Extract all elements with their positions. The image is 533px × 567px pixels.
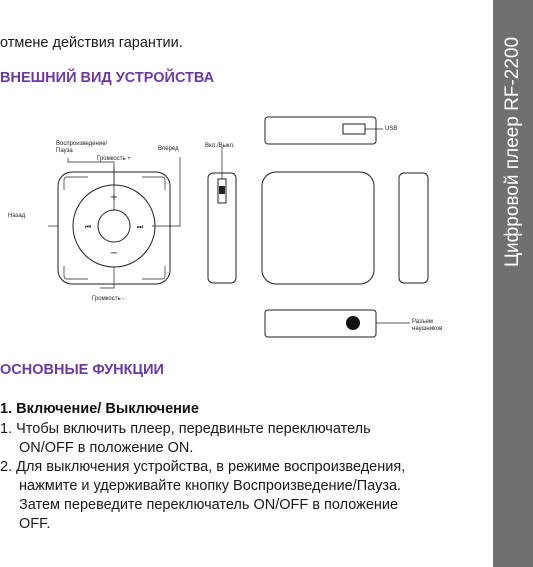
device-diagram: + − ⏮ ⏭ [48,116,429,338]
step-line: 2. Для выключения устройства, в режиме в… [0,459,406,475]
label-power: Вкл./Выкл. [205,143,235,149]
step-line: 1. Чтобы включить плеер, передвиньте пер… [0,421,371,437]
next-icon: ⏭ [137,223,144,231]
right-side-view [398,172,429,284]
center-button [97,209,131,243]
label-headphone-jack: Разъем наушников [412,319,443,332]
intro-text: отмене действия гарантии. [0,35,183,51]
previous-icon: ⏮ [85,223,91,231]
label-back: Назад [8,213,26,219]
step-line: ON/OFF в положение ON. [19,440,194,456]
label-volume-up: Громкость + [97,156,131,162]
step-line: Затем переведите переключатель ON/OFF в … [19,497,399,513]
section-heading-appearance: ВНЕШНИЙ ВИД УСТРОЙСТВА [0,70,215,86]
section-heading-functions: ОСНОВНЫЕ ФУНКЦИИ [0,362,164,378]
top-view-body [264,116,377,145]
label-play-pause: Воспроизведение/ Пауза [56,141,108,154]
sidebar: Цифровой плеер RF-2200 [493,0,533,567]
step-line: нажмите и удерживайте кнопку Воспроизвед… [19,478,402,494]
step-line: OFF. [19,516,51,532]
label-volume-down: Громкость - [92,296,125,302]
back-view-body [261,171,375,285]
subheading-power: 1. Включение/ Выключение [0,401,199,417]
bottom-view-body [264,309,377,338]
sidebar-title: Цифровой плеер RF-2200 [502,36,523,268]
usb-port [342,123,366,135]
headphone-jack [346,316,360,330]
minus-icon: − [110,248,118,259]
label-usb: USB [385,126,398,132]
label-forward: Вперед [158,146,179,152]
